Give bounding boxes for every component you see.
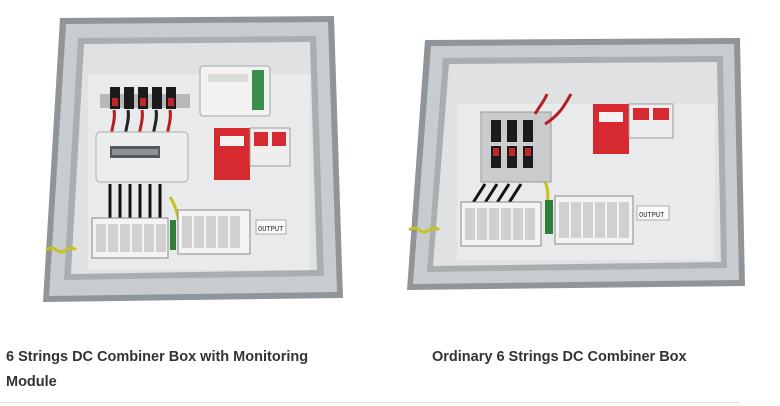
- divider: [0, 402, 740, 403]
- product-caption-ordinary: Ordinary 6 Strings DC Combiner Box: [432, 349, 687, 365]
- product-photo-monitoring-box: OUTPUT: [38, 12, 343, 307]
- product-photo-ordinary-box: OUTPUT: [405, 34, 745, 292]
- output-label: OUTPUT: [639, 211, 665, 219]
- product-caption-monitoring: 6 Strings DC Combiner Box with Monitorin…: [6, 349, 309, 390]
- output-label: OUTPUT: [258, 225, 284, 233]
